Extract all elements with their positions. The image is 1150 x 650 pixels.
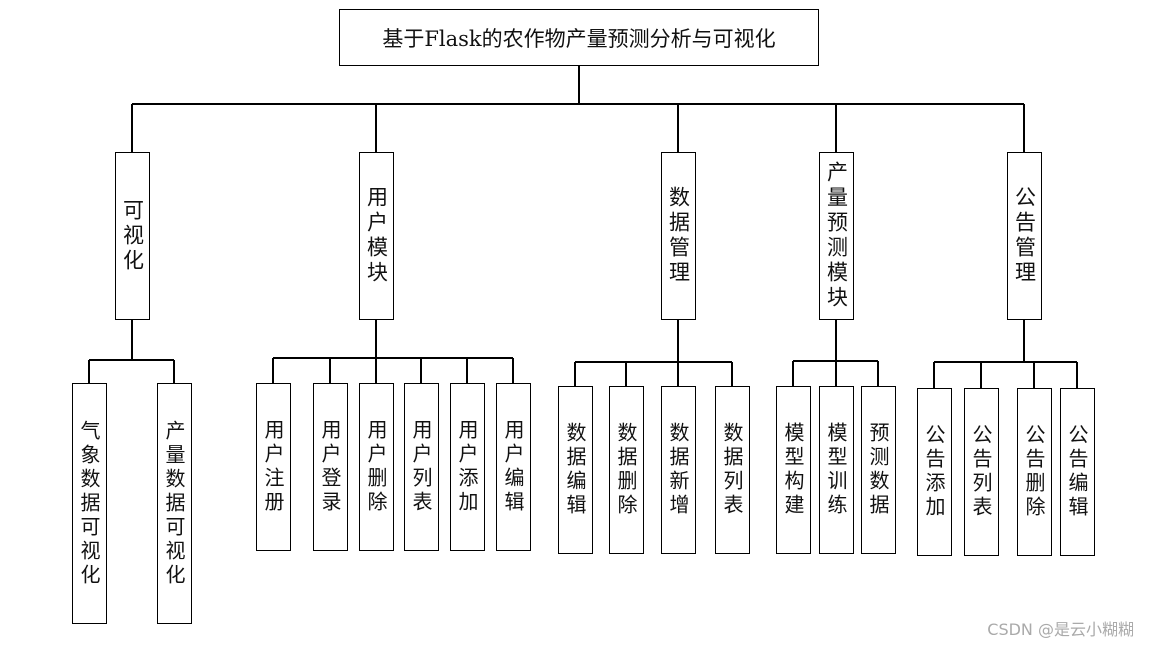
module-2-child-1-box: 数据删除 xyxy=(608,386,644,554)
module-0-child-1-box-label: 产量数据可视化 xyxy=(162,419,186,588)
module-4-box-label: 公告管理 xyxy=(1012,186,1037,286)
module-0-child-1-box: 产量数据可视化 xyxy=(156,383,192,624)
module-2-child-3-box-label: 数据列表 xyxy=(720,422,744,518)
module-3-child-1-box: 模型训练 xyxy=(818,386,854,554)
module-1-box: 用户模块 xyxy=(358,152,394,320)
module-2-child-0-box: 数据编辑 xyxy=(557,386,593,554)
module-4-child-0-box: 公告添加 xyxy=(916,388,952,556)
module-1-child-2-box: 用户删除 xyxy=(358,383,394,551)
module-3-box-label: 产量预测模块 xyxy=(824,161,849,311)
module-3-child-2-box-label: 预测数据 xyxy=(866,422,890,518)
module-0-child-0-box: 气象数据可视化 xyxy=(71,383,107,624)
module-1-child-0-box: 用户注册 xyxy=(255,383,291,551)
module-1-child-1-box: 用户登录 xyxy=(312,383,348,551)
module-4-child-1-box: 公告列表 xyxy=(963,388,999,556)
module-1-child-3-box: 用户列表 xyxy=(403,383,439,551)
module-4-child-3-box: 公告编辑 xyxy=(1059,388,1095,556)
module-2-child-0-box-label: 数据编辑 xyxy=(563,422,587,518)
module-1-child-5-box-label: 用户编辑 xyxy=(501,419,525,515)
module-1-child-4-box: 用户添加 xyxy=(449,383,485,551)
module-3-box: 产量预测模块 xyxy=(818,152,854,320)
module-1-child-5-box: 用户编辑 xyxy=(495,383,531,551)
module-1-box-label: 用户模块 xyxy=(364,186,389,286)
module-4-child-0-box-label: 公告添加 xyxy=(922,424,946,520)
module-1-child-2-box-label: 用户删除 xyxy=(364,419,388,515)
watermark-text: CSDN @是云小糊糊 xyxy=(987,620,1134,639)
module-3-child-1-box-label: 模型训练 xyxy=(824,422,848,518)
module-1-child-3-box-label: 用户列表 xyxy=(409,419,433,515)
module-0-box: 可视化 xyxy=(114,152,150,320)
module-1-child-0-box-label: 用户注册 xyxy=(261,419,285,515)
module-2-box: 数据管理 xyxy=(660,152,696,320)
module-3-child-0-box: 模型构建 xyxy=(775,386,811,554)
module-2-child-3-box: 数据列表 xyxy=(714,386,750,554)
module-4-box: 公告管理 xyxy=(1006,152,1042,320)
module-3-child-0-box-label: 模型构建 xyxy=(781,422,805,518)
root-node: 基于Flask的农作物产量预测分析与可视化 xyxy=(339,9,819,66)
module-0-box-label: 可视化 xyxy=(120,198,145,274)
module-2-child-1-box-label: 数据删除 xyxy=(614,422,638,518)
module-4-child-2-box: 公告删除 xyxy=(1016,388,1052,556)
module-0-child-0-box-label: 气象数据可视化 xyxy=(77,419,101,588)
module-2-child-2-box-label: 数据新增 xyxy=(666,422,690,518)
module-1-child-4-box-label: 用户添加 xyxy=(455,419,479,515)
module-4-child-3-box-label: 公告编辑 xyxy=(1065,424,1089,520)
module-2-child-2-box: 数据新增 xyxy=(660,386,696,554)
module-4-child-2-box-label: 公告删除 xyxy=(1022,424,1046,520)
module-1-child-1-box-label: 用户登录 xyxy=(318,419,342,515)
module-2-box-label: 数据管理 xyxy=(666,186,691,286)
root-label: 基于Flask的农作物产量预测分析与可视化 xyxy=(382,26,776,51)
module-3-child-2-box: 预测数据 xyxy=(860,386,896,554)
module-4-child-1-box-label: 公告列表 xyxy=(969,424,993,520)
